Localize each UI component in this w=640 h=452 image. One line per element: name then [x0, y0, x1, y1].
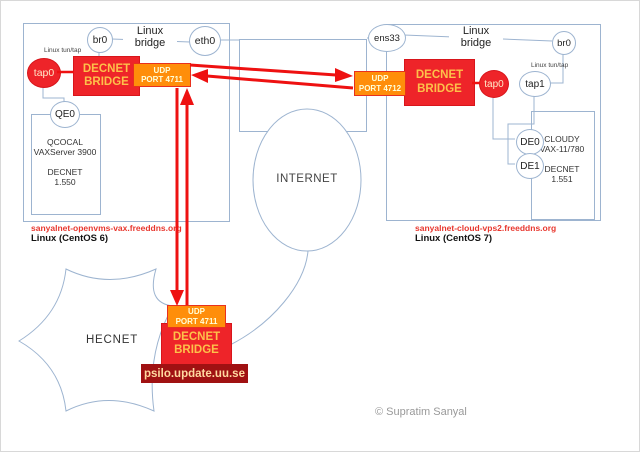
interface-de1-label: DE1: [520, 160, 540, 172]
os-label-right: Linux (CentOS 7): [415, 233, 493, 244]
vax-name-left: QCOCAL: [47, 137, 83, 147]
decnet-bridge-left: DECNET BRIDGE: [73, 56, 140, 96]
udp-port-4711-left-line2: PORT 4711: [141, 75, 183, 84]
internet-psilo-curve: [229, 250, 309, 346]
interface-br0-left: br0: [87, 27, 113, 53]
interface-tap0-right: tap0: [479, 70, 509, 98]
udp-port-4711-psilo: UDP PORT 4711: [167, 305, 226, 328]
decnet-bridge-psilo: DECNET BRIDGE: [161, 323, 232, 365]
decnet-bridge-left-line2: BRIDGE: [84, 76, 129, 88]
arrow-4711-to-4712-head: [335, 68, 353, 82]
internet-label: INTERNET: [276, 173, 338, 185]
vax-address-right: 1.551: [551, 173, 573, 184]
udp-port-4711-psilo-line1: UDP: [188, 307, 205, 316]
os-label-left: Linux (CentOS 6): [31, 233, 109, 244]
vax-model-left: VAXServer 3900: [33, 146, 97, 157]
interface-tap1-label: tap1: [525, 78, 545, 90]
interface-tap0-left-label: tap0: [33, 67, 55, 79]
linux-bridge-label-left-line1: Linux: [136, 25, 164, 37]
decnet-bridge-right-line2: BRIDGE: [417, 82, 462, 95]
interface-eth0-label: eth0: [194, 35, 216, 47]
interface-de0-label: DE0: [520, 136, 540, 148]
decnet-bridge-psilo-line1: DECNET: [172, 330, 221, 343]
interface-de0: DE0: [516, 129, 544, 155]
interface-eth0: eth0: [189, 26, 221, 56]
interface-ens33: ens33: [368, 24, 406, 52]
vax-model-right: VAX-11/780: [539, 143, 585, 154]
udp-port-4711-left-line1: UDP: [153, 65, 171, 75]
interface-tap0-left: tap0: [27, 58, 61, 88]
decnet-bridge-left-line1: DECNET: [82, 62, 131, 75]
hecnet-label: HECNET: [85, 334, 139, 346]
linux-bridge-label-right: Linux bridge: [449, 25, 503, 49]
interface-br0-right: br0: [552, 31, 576, 55]
decnet-bridge-psilo-line2: BRIDGE: [174, 344, 219, 356]
linux-bridge-label-left-line2: bridge: [134, 36, 166, 49]
linux-bridge-label-right-line2: bridge: [460, 36, 492, 49]
interface-tap0-right-label: tap0: [484, 78, 504, 90]
vax-info-right: CLOUDY VAX-11/780 DECNET 1.551: [531, 134, 593, 184]
vax-protocol-right: DECNET: [544, 164, 580, 174]
interface-qe0-label: QE0: [54, 109, 75, 120]
psilo-hostname-box: psilo.update.uu.se: [141, 364, 248, 383]
arrow-4711-down-head: [170, 290, 184, 306]
udp-port-4711-left: UDP PORT 4711: [133, 63, 191, 87]
linux-bridge-label-right-line1: Linux: [462, 25, 490, 37]
right-host-box: [386, 24, 601, 221]
interface-tap1: tap1: [519, 71, 551, 97]
copyright-text: © Supratim Sanyal: [375, 406, 467, 418]
udp-port-4711-psilo-line2: PORT 4711: [175, 316, 218, 326]
interface-de1: DE1: [516, 153, 544, 179]
linux-tuntap-label-left: Linux tun/tap: [44, 47, 82, 54]
udp-port-4712-line1: UDP: [371, 74, 389, 83]
interface-br0-right-label: br0: [557, 37, 571, 49]
decnet-bridge-right-line1: DECNET: [415, 69, 464, 81]
vax-info-left: QCOCAL VAXServer 3900 DECNET 1.550: [31, 137, 99, 187]
domain-label-left: sanyalnet-openvms-vax.freeddns.org: [31, 223, 182, 233]
vax-name-right: CLOUDY: [544, 134, 580, 144]
vax-address-left: 1.550: [54, 176, 76, 187]
decnet-bridge-right: DECNET BRIDGE: [404, 59, 475, 106]
vax-protocol-left: DECNET: [47, 167, 83, 177]
udp-port-4712: UDP PORT 4712: [354, 71, 406, 96]
domain-label-right: sanyalnet-cloud-vps2.freeddns.org: [415, 223, 557, 233]
psilo-hostname: psilo.update.uu.se: [144, 367, 245, 380]
interface-ens33-label: ens33: [374, 32, 400, 44]
left-host-box: [23, 23, 230, 222]
linux-bridge-label-left: Linux bridge: [123, 25, 177, 49]
interface-qe0: QE0: [50, 101, 80, 128]
udp-port-4712-line2: PORT 4712: [358, 83, 402, 93]
linux-tuntap-label-right: Linux tun/tap: [531, 62, 569, 69]
interface-br0-left-label: br0: [92, 34, 108, 46]
internet-connector-rect: [239, 39, 367, 132]
